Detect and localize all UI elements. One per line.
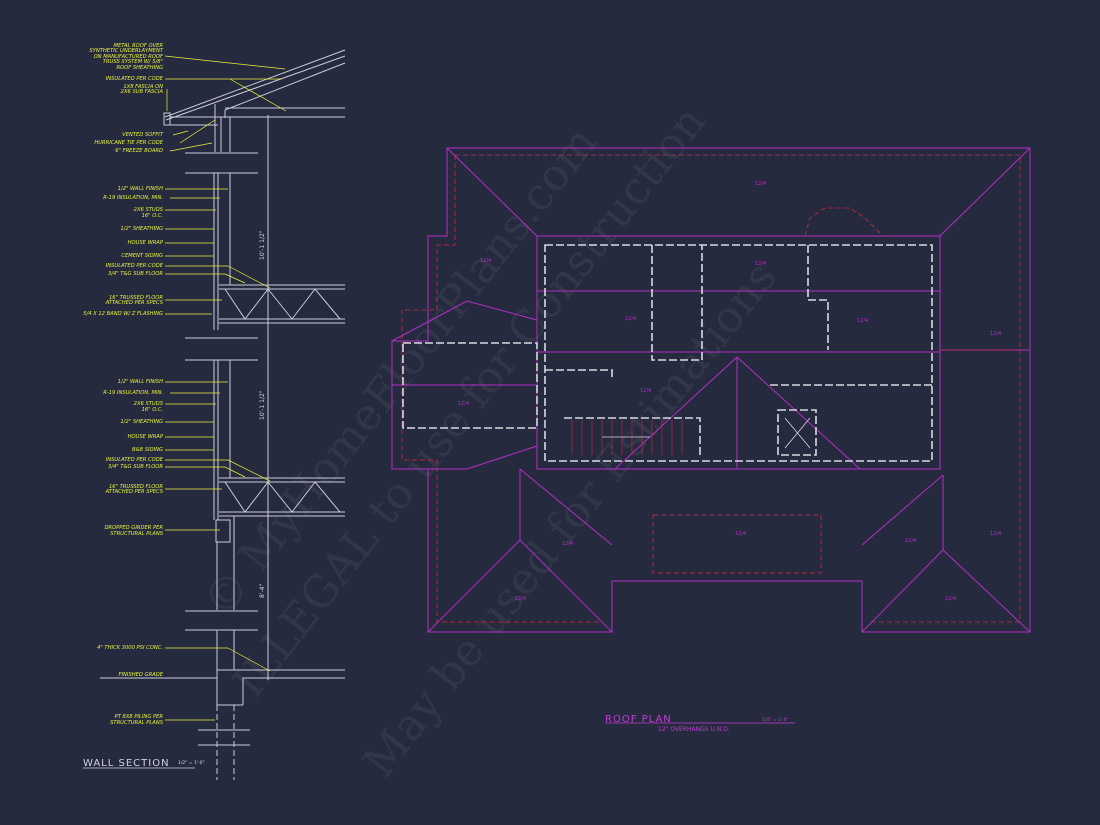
pitch-label: 12/4 (990, 531, 1001, 537)
leader-lines (164, 55, 287, 721)
label: ATTACHED PER SPECS (105, 489, 164, 495)
wall-section-labels: METAL ROOF OVER SYNTHETIC UNDERLAYMENT O… (83, 43, 164, 726)
label: FINISHED GRADE (119, 672, 164, 678)
label: R-19 INSULATION, MIN. (103, 195, 163, 201)
dimension-lower-wall: 10'-1 1/2" (259, 390, 266, 420)
pitch-label: 12/4 (735, 531, 746, 537)
pitch-label: 12/4 (562, 541, 573, 547)
label: R-19 INSULATION, MIN. (103, 390, 163, 396)
label: 1/2" WALL FINISH (118, 379, 163, 385)
label: INSULATED PER CODE (106, 457, 164, 463)
pitch-label: 12/4 (945, 596, 956, 602)
dimension-foundation: 8'-4" (259, 584, 266, 598)
label: 2X6 SUB FASCIA (121, 89, 164, 95)
label: ON MANUFACTURED ROOF (94, 54, 164, 60)
wall-section-title: WALL SECTION (83, 758, 170, 769)
roof-plan-scale: 1/4" = 1'-0" (762, 717, 789, 723)
pitch-label: 12/4 (515, 596, 526, 602)
label: STRUCTURAL PLANS (110, 720, 164, 726)
dimension-upper-wall: 10'-1 1/2" (259, 230, 266, 260)
label: TRUSS SYSTEM W/ 5/8" (103, 59, 163, 65)
label: 1/2" SHEATHING (120, 226, 163, 232)
label: CEMENT SIDING (121, 253, 163, 259)
wall-section-drawing: 10'-1 1/2" 10'-1 1/2" 8'-4" (100, 49, 346, 780)
roof-plan-drawing: 12/4 12/4 12/4 12/4 12/4 12/4 12/4 12/4 … (391, 147, 1031, 633)
label: INSULATED PER CODE (106, 263, 164, 269)
label: 3/4" T&G SUB FLOOR (108, 464, 163, 470)
label: METAL ROOF OVER (114, 43, 164, 49)
label: 2X6 STUDS (134, 207, 164, 213)
label: HOUSE WRAP (128, 240, 164, 246)
roof-plan-note: 12" OVERHANGS U.N.O. (658, 726, 730, 733)
label: PT 8X8 PILING PER (115, 714, 164, 720)
pitch-label: 12/4 (755, 261, 766, 267)
pitch-label: 12/4 (755, 181, 766, 187)
label: B&B SIDING (132, 447, 163, 453)
pitch-label: 12/4 (480, 258, 491, 264)
label: 1X8 FASCIA ON (123, 84, 163, 90)
wall-section-scale: 1/2" = 1'-0" (178, 760, 205, 766)
label: 1/2" WALL FINISH (118, 186, 163, 192)
label: 16" TRUSSED FLOOR (109, 295, 163, 301)
roof-pitch-marks: 12/4 12/4 12/4 12/4 12/4 12/4 12/4 12/4 … (458, 181, 1001, 602)
label: 2X6 STUDS (134, 401, 164, 407)
label: ROOF SHEATHING (116, 65, 163, 71)
label: 3/4" T&G SUB FLOOR (108, 271, 163, 277)
label: HOUSE WRAP (128, 434, 164, 440)
pitch-label: 12/4 (458, 401, 469, 407)
label: VENTED SOFFIT (122, 132, 164, 138)
label: HURRICANE TIE PER CODE (94, 140, 163, 146)
label: 16" TRUSSED FLOOR (109, 484, 163, 490)
pitch-label: 12/4 (857, 318, 868, 324)
label: 1/2" SHEATHING (120, 419, 163, 425)
label: 5/4 X 12 BAND W/ Z FLASHING (83, 311, 163, 317)
pitch-label: 12/4 (625, 316, 636, 322)
label: SYNTHETIC UNDERLAYMENT (89, 48, 163, 54)
pitch-label: 12/4 (905, 538, 916, 544)
pitch-label: 12/4 (640, 388, 651, 394)
label: INSULATED PER CODE (106, 76, 164, 82)
label: 6" FREEZE BOARD (115, 148, 163, 154)
label: STRUCTURAL PLANS (110, 531, 164, 537)
label: 16" O.C. (142, 213, 163, 219)
label: 4" THICK 3000 PSI CONC. (97, 645, 163, 651)
label: 16" O.C. (142, 407, 163, 413)
roof-plan-title: ROOF PLAN (605, 714, 672, 725)
pitch-label: 12/4 (990, 331, 1001, 337)
label: DROPPED GIRDER PER (104, 525, 163, 531)
watermark: © MyHomeFloorPlans.com ILLEGAL to use fo… (193, 97, 786, 787)
label: ATTACHED PER SPECS (105, 300, 164, 306)
